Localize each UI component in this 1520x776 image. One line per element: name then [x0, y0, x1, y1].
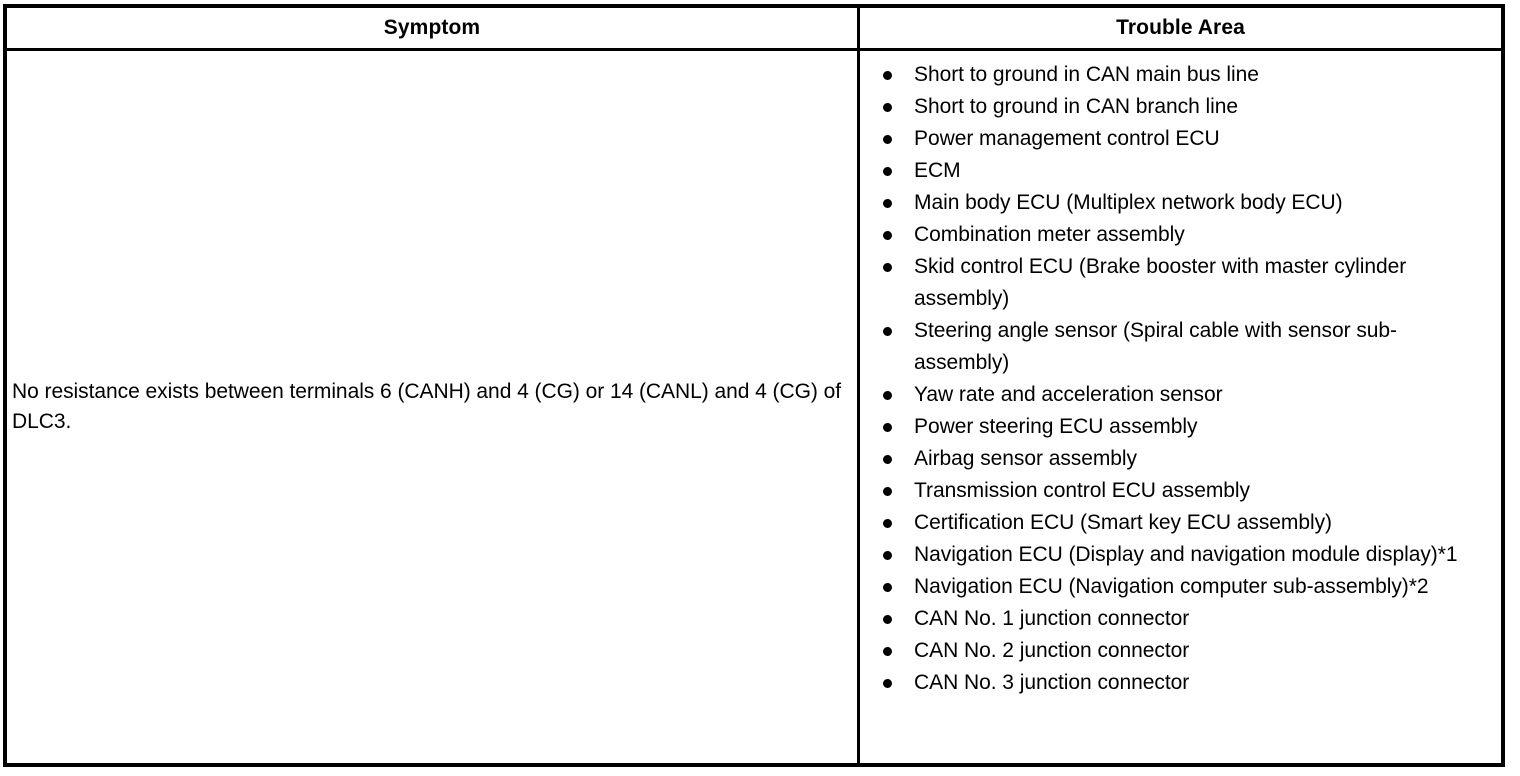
bullet-icon: [883, 519, 892, 528]
list-item-label: Airbag sensor assembly: [914, 447, 1137, 470]
list-item-label: Combination meter assembly: [914, 223, 1185, 246]
list-item: Navigation ECU (Navigation computer sub-…: [882, 571, 1474, 603]
list-item-label: Navigation ECU (Navigation computer sub-…: [914, 575, 1429, 598]
list-item: CAN No. 3 junction connector: [882, 667, 1474, 699]
table-header-row: Symptom Trouble Area: [7, 8, 1501, 51]
list-item: Skid control ECU (Brake booster with mas…: [882, 251, 1474, 315]
list-item: CAN No. 2 junction connector: [882, 635, 1474, 667]
list-item: Certification ECU (Smart key ECU assembl…: [882, 507, 1474, 539]
list-item: Short to ground in CAN main bus line: [882, 59, 1474, 91]
list-item: Airbag sensor assembly: [882, 443, 1474, 475]
bullet-icon: [883, 391, 892, 400]
list-item-label: Short to ground in CAN branch line: [914, 95, 1238, 118]
list-item-label: Transmission control ECU assembly: [914, 479, 1251, 502]
bullet-icon: [883, 615, 892, 624]
list-item: Power steering ECU assembly: [882, 411, 1474, 443]
list-item: Transmission control ECU assembly: [882, 475, 1474, 507]
column-header-trouble-area: Trouble Area: [1116, 15, 1245, 39]
bullet-icon: [883, 679, 892, 688]
list-item: Power management control ECU: [882, 123, 1474, 155]
list-item: Combination meter assembly: [882, 219, 1474, 251]
list-item-label: Skid control ECU (Brake booster with mas…: [914, 255, 1407, 310]
column-header-symptom: Symptom: [7, 8, 860, 48]
bullet-icon: [883, 199, 892, 208]
list-item-label: Steering angle sensor (Spiral cable with…: [914, 319, 1397, 374]
list-item: ECM: [882, 155, 1474, 187]
symptom-text: No resistance exists between terminals 6…: [12, 380, 842, 433]
bullet-icon: [883, 647, 892, 656]
list-item-label: Power management control ECU: [914, 127, 1220, 150]
list-item: Main body ECU (Multiplex network body EC…: [882, 187, 1474, 219]
bullet-icon: [883, 263, 892, 272]
bullet-icon: [883, 231, 892, 240]
bullet-icon: [883, 103, 892, 112]
list-item-label: CAN No. 2 junction connector: [914, 639, 1190, 662]
list-item: Short to ground in CAN branch line: [882, 91, 1474, 123]
bullet-icon: [883, 327, 892, 336]
bullet-icon: [883, 551, 892, 560]
table-row: No resistance exists between terminals 6…: [7, 51, 1501, 763]
bullet-icon: [883, 423, 892, 432]
bullet-icon: [883, 135, 892, 144]
bullet-icon: [883, 583, 892, 592]
list-item-label: Main body ECU (Multiplex network body EC…: [914, 191, 1343, 214]
list-item: Yaw rate and acceleration sensor: [882, 379, 1474, 411]
list-item-label: Certification ECU (Smart key ECU assembl…: [914, 511, 1332, 534]
symptom-trouble-area-table: Symptom Trouble Area No resistance exist…: [3, 4, 1505, 767]
list-item: CAN No. 1 junction connector: [882, 603, 1474, 635]
list-item: Steering angle sensor (Spiral cable with…: [882, 315, 1474, 379]
list-item-label: ECM: [914, 159, 961, 182]
list-item-label: CAN No. 3 junction connector: [914, 671, 1190, 694]
list-item-label: Power steering ECU assembly: [914, 415, 1198, 438]
bullet-icon: [883, 167, 892, 176]
bullet-icon: [883, 487, 892, 496]
cell-symptom: No resistance exists between terminals 6…: [7, 51, 860, 763]
list-item-label: Yaw rate and acceleration sensor: [914, 383, 1223, 406]
list-item-label: CAN No. 1 junction connector: [914, 607, 1190, 630]
list-item-label: Navigation ECU (Display and navigation m…: [914, 543, 1458, 566]
list-item: Navigation ECU (Display and navigation m…: [882, 539, 1474, 571]
bullet-icon: [883, 71, 892, 80]
bullet-icon: [883, 455, 892, 464]
list-item-label: Short to ground in CAN main bus line: [914, 63, 1259, 86]
